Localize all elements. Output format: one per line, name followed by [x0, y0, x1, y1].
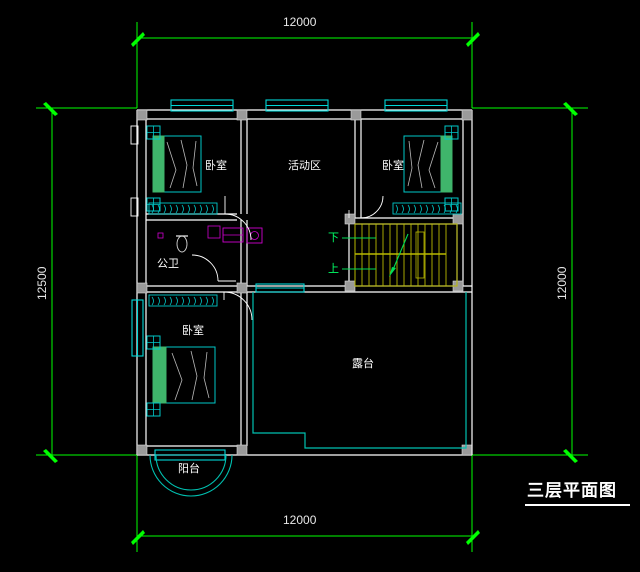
column	[236, 444, 248, 456]
bed-headboard	[152, 135, 165, 193]
column	[236, 282, 248, 294]
room-label-terrace: 露台	[352, 357, 374, 370]
window-top-center	[265, 99, 329, 112]
room-label-activity-area: 活动区	[288, 159, 321, 172]
bed-headboard	[440, 135, 453, 193]
column	[344, 213, 356, 225]
nightstand-cross	[147, 403, 160, 416]
column	[452, 213, 464, 225]
stair-direction-arrow	[342, 233, 409, 277]
dimension-ticks	[43, 32, 578, 545]
dimension-top: 12000	[283, 15, 317, 29]
window-terrace-door	[255, 283, 305, 293]
windows	[131, 99, 448, 461]
room-label-bedroom-top-left: 卧室	[205, 159, 227, 172]
balcony-arc	[149, 454, 233, 497]
stair-railing	[415, 231, 425, 279]
bathroom-fixtures	[157, 225, 263, 253]
bed-quilt	[171, 350, 210, 401]
dimension-frame	[36, 22, 588, 552]
column	[236, 109, 248, 121]
window-top-left	[170, 99, 234, 112]
doors	[191, 195, 384, 321]
room-label-bedroom-bottom-left: 卧室	[182, 324, 204, 337]
stair-up-label: 上	[328, 262, 339, 275]
bed-bottom-left	[146, 335, 216, 417]
column	[350, 109, 362, 121]
stair-outline	[354, 223, 458, 287]
drawing-title: 三层平面图	[527, 481, 617, 501]
floor-drain-icon	[157, 232, 164, 239]
window-balcony-door	[154, 449, 226, 461]
stair-treads	[361, 224, 447, 286]
washing-machine-icon	[246, 227, 263, 244]
column	[136, 109, 148, 121]
stair-down-label: 下	[328, 231, 339, 244]
bed-quilt	[407, 139, 439, 189]
bed-top-right	[403, 125, 459, 212]
door-swing-bottom-bedroom	[223, 291, 253, 321]
room-label-public-bathroom: 公卫	[157, 257, 179, 270]
dimension-left: 12500	[35, 266, 49, 300]
column	[344, 280, 356, 292]
dimension-bottom: 12000	[283, 513, 317, 527]
nightstand-cross	[147, 126, 160, 139]
door-swing-activity-left	[224, 213, 252, 241]
door-swing-right-bedroom	[360, 195, 384, 219]
column	[461, 444, 473, 456]
column	[136, 444, 148, 456]
room-label-balcony: 阳台	[178, 462, 200, 475]
wardrobe-bottom-left	[148, 294, 218, 307]
exterior-details	[130, 125, 139, 217]
wardrobe-top-right	[392, 202, 462, 215]
toilet-icon	[176, 235, 188, 253]
window-top-right	[384, 99, 448, 112]
bed-headboard	[152, 346, 167, 404]
bed-top-left	[146, 125, 202, 212]
column	[136, 282, 148, 294]
staircase	[342, 210, 458, 287]
window-left-bedroom	[131, 299, 144, 357]
nightstand-cross	[147, 336, 160, 349]
door-swing-bathroom	[191, 254, 219, 282]
room-label-bedroom-top-right: 卧室	[382, 159, 404, 172]
nightstand-cross	[445, 126, 458, 139]
terrace-railing	[252, 292, 467, 449]
column	[461, 109, 473, 121]
shower-tray-icon	[207, 225, 221, 239]
dimension-right: 12000	[555, 266, 569, 300]
bed-quilt	[166, 139, 198, 189]
wardrobe-top-left	[148, 202, 218, 215]
